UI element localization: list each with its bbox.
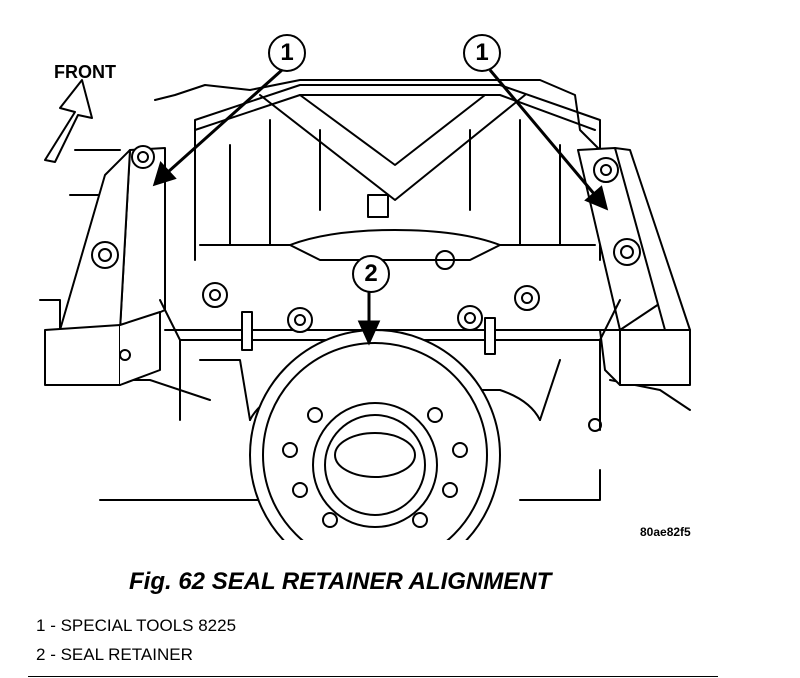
legend-item: 2 - SEAL RETAINER [36,645,193,665]
callout-2: 2 [352,255,390,293]
callout-1-left: 1 [268,34,306,72]
legend-text: - SPECIAL TOOLS 8225 [50,616,237,635]
legend-number: 2 [36,645,46,664]
figure-code: 80ae82f5 [640,525,691,539]
callout-1-right: 1 [463,34,501,72]
legend-item: 1 - SPECIAL TOOLS 8225 [36,616,236,636]
legend-number: 1 [36,616,46,635]
divider-rule [28,676,718,677]
figure-caption: Fig. 62 SEAL RETAINER ALIGNMENT [129,568,552,595]
engine-block-illustration [39,68,691,540]
front-direction-label: FRONT [54,62,116,82]
legend-text: - SEAL RETAINER [50,645,193,664]
